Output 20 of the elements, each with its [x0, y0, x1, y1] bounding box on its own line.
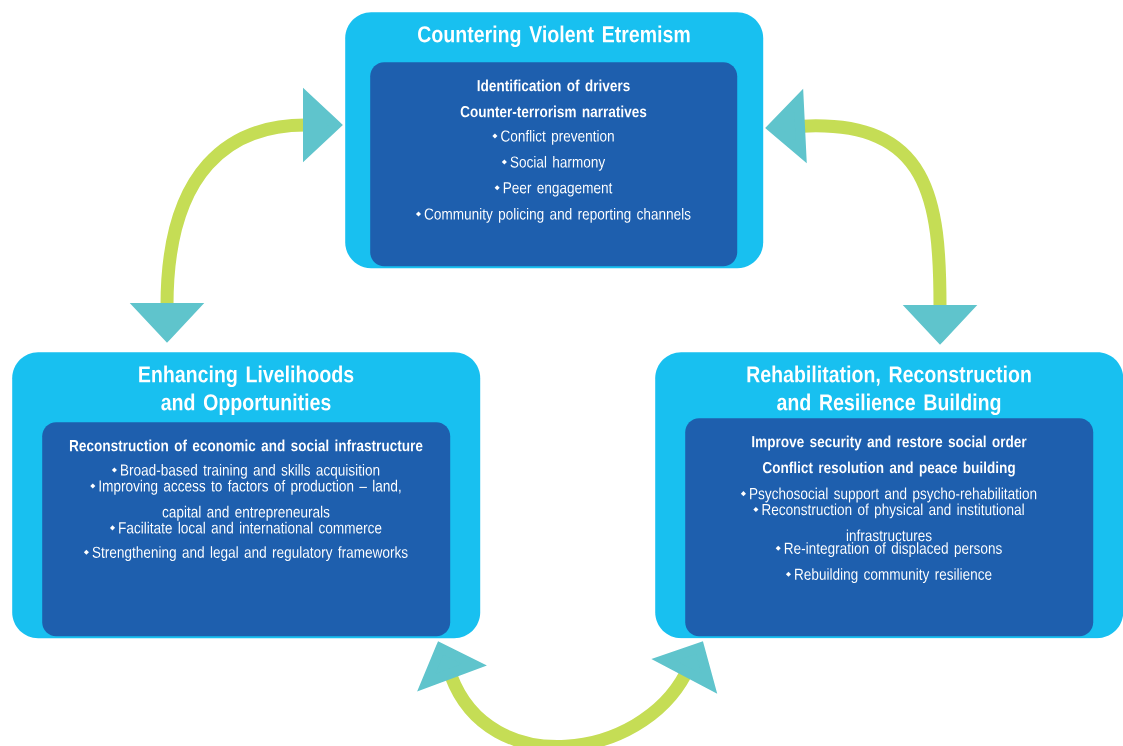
- bullet-item: Re-integration of displaced persons: [775, 542, 1002, 558]
- bullet-item: Broad-based training and skills acquisition: [111, 463, 380, 479]
- subheading: Improve security and restore social order: [752, 435, 1027, 451]
- bullet-item: Social harmony: [501, 155, 606, 171]
- bullet-item: Conflict prevention: [492, 129, 614, 145]
- bullet-item: Facilitate local and international commerce: [109, 521, 382, 534]
- bullet-item: Improving access to factors of production – land, capital and entrepreneurals: [90, 479, 401, 521]
- subheading: Reconstruction of economic and social infrastructure: [69, 439, 423, 452]
- bullet-item: Reconstruction of physical and institutional infrastructures: [753, 503, 1024, 542]
- bullet-item: Psychosocial support and psycho-rehabilitation: [740, 487, 1037, 503]
- bullet-item: Rebuilding community resilience: [785, 568, 992, 584]
- subheading: Counter-terrorism narratives: [460, 105, 647, 118]
- bullet-item: Strengthening and legal and regulatory frameworks: [83, 546, 408, 562]
- bullet-item: Community policing and reporting channels: [415, 207, 691, 223]
- panel-heading: Rehabilitation, Reconstruction and Resilience Building: [747, 365, 1031, 416]
- subheading: Identification of drivers: [477, 79, 630, 92]
- bullet-item: Peer engagement: [494, 182, 613, 197]
- panel-heading: Enhancing Livelihoods and Opportunities: [139, 365, 354, 415]
- panel-heading: Countering Violent Etremism: [418, 25, 690, 48]
- subheading: Conflict resolution and peace building: [762, 461, 1015, 477]
